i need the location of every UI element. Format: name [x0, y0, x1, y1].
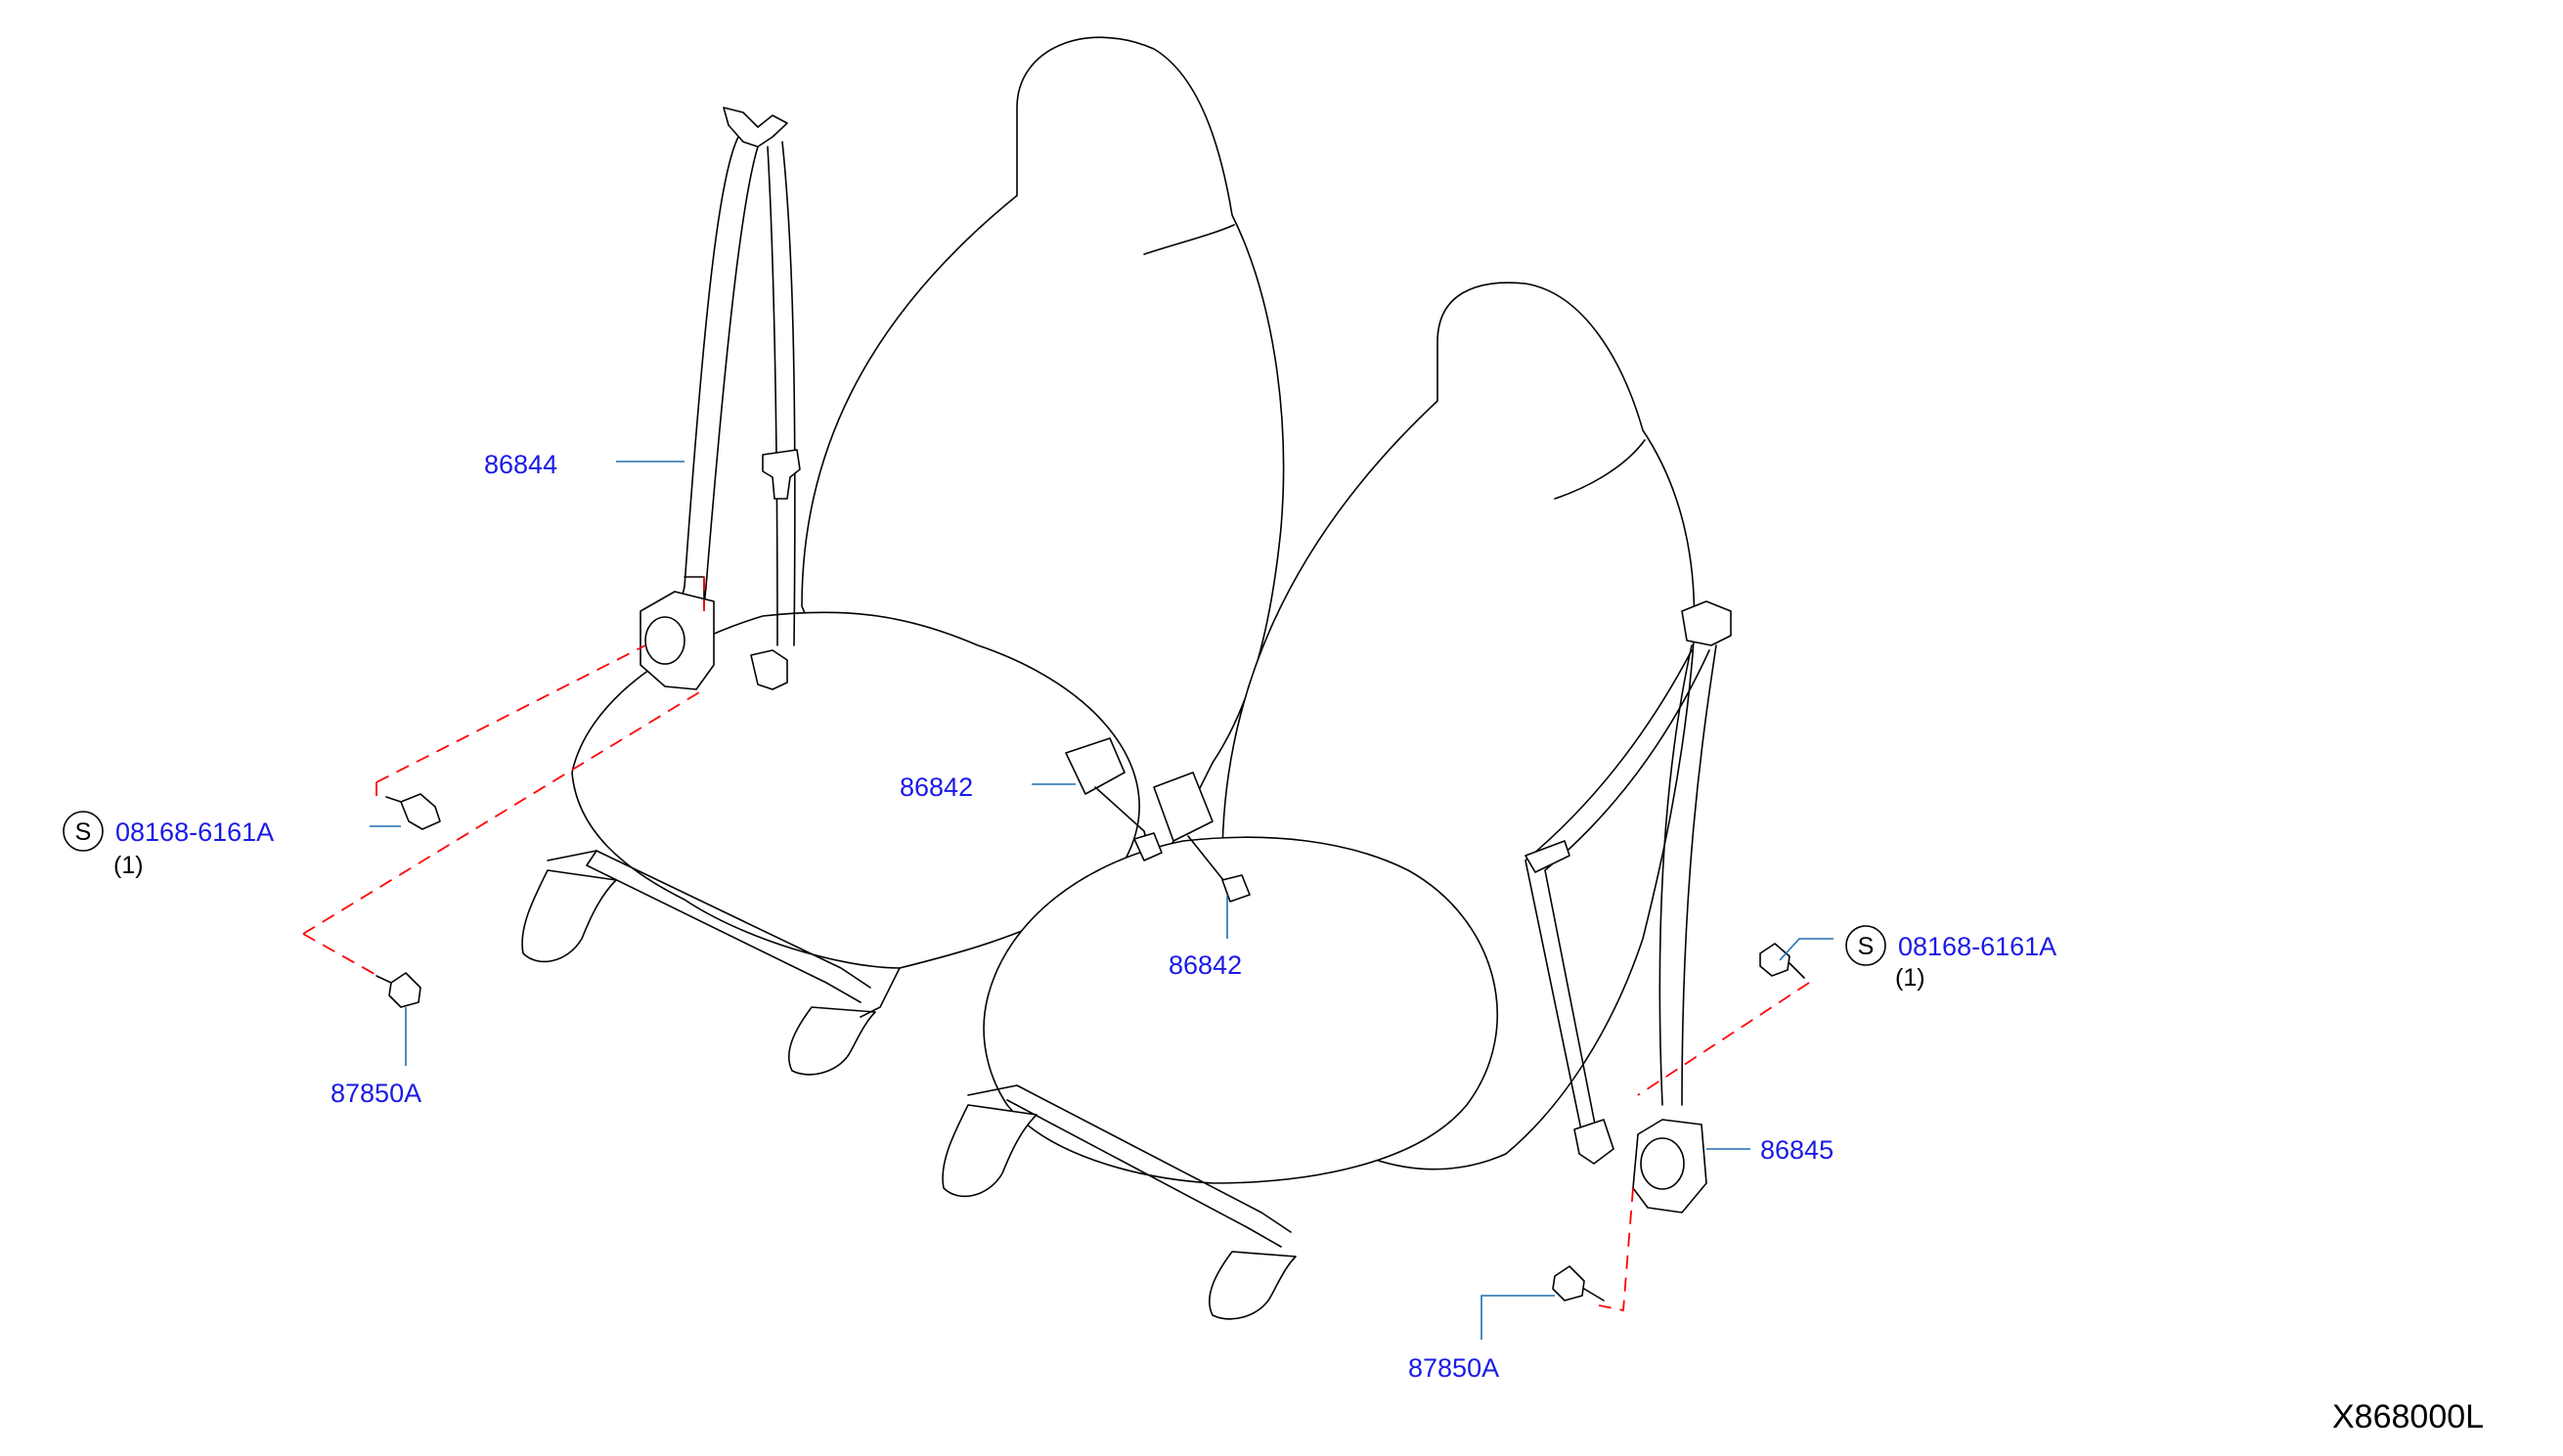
leader-anchor-right	[1480, 1295, 1555, 1340]
standard-symbol-right: S	[1858, 933, 1875, 960]
right-seat-front-foot	[942, 1104, 1038, 1198]
standard-part-symbol-left	[63, 811, 104, 852]
buckle-lower	[1153, 772, 1214, 842]
left-seat	[521, 36, 1285, 1076]
standard-part-symbol-right	[1845, 925, 1886, 966]
right-seat-belt-86845	[1525, 600, 1732, 1213]
bolt-left-upper	[400, 793, 441, 830]
bolts	[376, 793, 1805, 1302]
label-anchor-right[interactable]: 87850A	[1408, 1353, 1499, 1383]
label-bolt-right[interactable]: 08168-6161A	[1898, 932, 2056, 961]
mounting-paths	[302, 577, 1810, 1312]
bolt-right-upper	[1759, 943, 1790, 977]
left-seat-front-foot	[521, 869, 617, 963]
leader-bolt-right	[1779, 938, 1834, 961]
label-86845[interactable]: 86845	[1760, 1135, 1834, 1165]
right-belt-lower-anchor	[1573, 1119, 1614, 1165]
left-belt-tongue-guide	[762, 449, 801, 500]
left-seat-belt-86844	[640, 107, 801, 690]
left-seat-cushion	[571, 611, 1140, 969]
leader-lines	[370, 461, 1834, 1340]
right-belt-tongue	[1525, 840, 1570, 873]
standard-symbol-left: S	[75, 818, 92, 846]
qty-bolt-left: (1)	[113, 852, 144, 879]
diagram-code: X868000L	[2332, 1398, 2484, 1435]
buckles-86842	[1065, 737, 1251, 903]
right-seat	[942, 282, 1696, 1320]
right-seat-rear-foot	[1208, 1251, 1297, 1320]
left-belt-top-anchor	[723, 107, 788, 148]
qty-bolt-right: (1)	[1895, 964, 1925, 992]
label-86842-lower[interactable]: 86842	[1169, 950, 1242, 980]
left-belt-lower-anchor	[750, 649, 788, 690]
left-seat-rear-foot	[787, 1006, 876, 1076]
label-bolt-left[interactable]: 08168-6161A	[115, 817, 274, 847]
bolt-right-lower	[1552, 1265, 1585, 1302]
label-anchor-left[interactable]: 87850A	[331, 1079, 421, 1108]
right-belt-top-anchor	[1681, 600, 1732, 646]
label-86842-upper[interactable]: 86842	[900, 772, 973, 802]
label-86844[interactable]: 86844	[484, 450, 557, 479]
part-labels: 86844 86842 86842 86845 S 08168-6161A (1…	[63, 450, 2484, 1435]
buckle-upper	[1065, 737, 1126, 795]
bolt-left-lower	[388, 972, 421, 1008]
right-seat-cushion	[983, 836, 1498, 1184]
